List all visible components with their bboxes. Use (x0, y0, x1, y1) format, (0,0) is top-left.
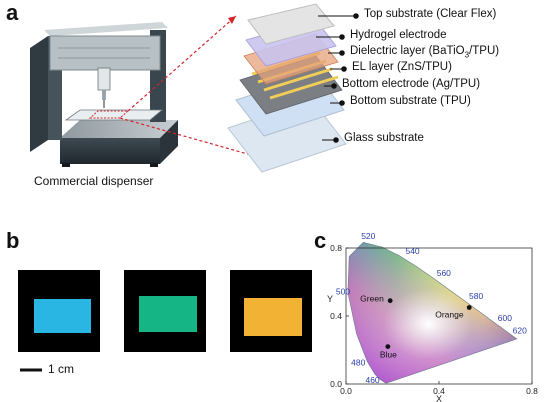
x-tick-label: 0.4 (433, 386, 445, 396)
callout-line-top (127, 15, 237, 112)
wavelength-label: 480 (351, 357, 365, 367)
dispenser-foot (150, 163, 158, 167)
x-tick-label: 0.8 (526, 386, 538, 396)
sample-green (139, 296, 197, 332)
y-tick-label: 0.8 (330, 243, 342, 253)
label-top-substrate: Top substrate (Clear Flex) (364, 8, 497, 20)
wavelength-label: 540 (405, 246, 419, 256)
sample-blue (34, 299, 91, 333)
layer-stack (227, 3, 347, 173)
sample-photos (18, 270, 312, 372)
dispenser-base-front (60, 138, 160, 164)
dispenser-base-top (60, 120, 178, 138)
y-tick-label: 0.4 (330, 311, 342, 321)
point-label-orange: Orange (435, 310, 464, 320)
dispenser-caption: Commercial dispenser (34, 174, 154, 188)
layer-leaders (316, 13, 359, 143)
label-hydrogel: Hydrogel electrode (350, 29, 447, 41)
label-glass-substrate: Glass substrate (344, 132, 424, 144)
dispenser-gantry-front (50, 36, 160, 70)
point-green (387, 298, 393, 304)
point-blue (385, 344, 391, 349)
label-el-layer: EL layer (ZnS/TPU) (352, 61, 452, 73)
sample-orange (244, 298, 302, 336)
wavelength-label: 620 (513, 326, 527, 336)
dispenser-foot (62, 163, 70, 167)
label-bottom-substrate: Bottom substrate (TPU) (350, 95, 471, 107)
label-bottom-electrode: Bottom electrode (Ag/TPU) (342, 78, 481, 90)
dispenser-base-side (160, 120, 178, 164)
spectral-locus-outline (347, 241, 518, 384)
scale-bar-label: 1 cm (48, 362, 75, 376)
x-axis-label: X (436, 394, 442, 402)
print-zone-marker (88, 110, 130, 119)
point-orange (466, 305, 472, 310)
label-dielectric: Dielectric layer (BaTiO3/TPU) (350, 45, 500, 60)
point-label-blue: Blue (380, 350, 397, 360)
wavelength-label: 460 (365, 375, 379, 385)
panel-label-c: c (314, 228, 327, 253)
callout-arrowhead-top (228, 16, 236, 24)
layer-top-substrate (247, 3, 335, 45)
dispenser-nozzle (102, 90, 106, 100)
wavelength-label: 500 (336, 287, 350, 297)
wavelength-label: 560 (437, 268, 451, 278)
panel-label-b: b (6, 228, 20, 253)
y-tick-label: 0.0 (330, 379, 342, 389)
wavelength-label: 520 (361, 231, 375, 241)
dispenser-bed (64, 109, 164, 121)
wavelength-label: 600 (498, 313, 512, 323)
dispenser-left-column (30, 36, 48, 152)
dispenser-gantry-top (44, 22, 168, 36)
x-tick-label: 0.0 (340, 386, 352, 396)
panel-label-a: a (6, 0, 19, 25)
point-label-green: Green (360, 294, 384, 304)
dispenser-illustration (30, 22, 178, 167)
dispenser-head (97, 67, 111, 91)
wavelength-label: 580 (469, 291, 483, 301)
y-axis-label: Y (327, 294, 333, 304)
